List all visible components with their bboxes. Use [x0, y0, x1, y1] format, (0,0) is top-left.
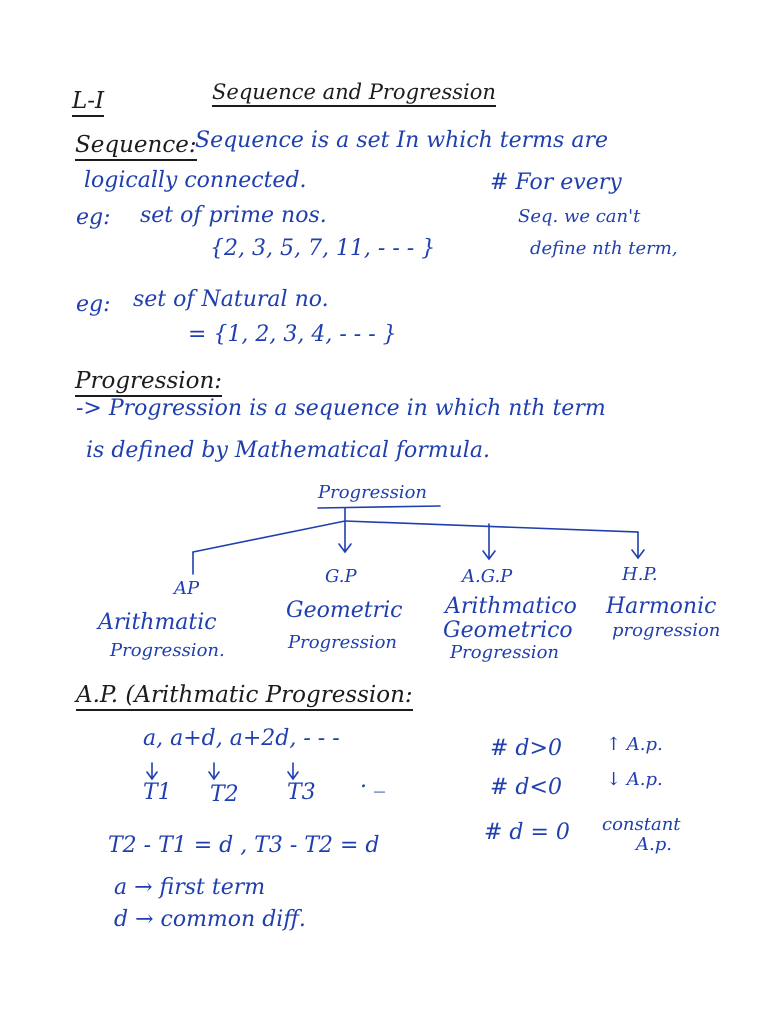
seq-note-line2: Seq. we can't	[518, 206, 641, 227]
ap-a-def: a → first term	[114, 875, 266, 900]
seq-note-line3: define nth term,	[530, 238, 678, 259]
eg2-label: eg:	[76, 292, 111, 317]
branch-gp-abbr: G.P	[325, 566, 357, 587]
branch-agp-abbr: A.G.P	[462, 566, 513, 587]
case-result-zero: constant	[602, 814, 681, 835]
branch-gp-name2: Progression	[288, 632, 397, 653]
eg2-set: = {1, 2, 3, 4, - - - }	[188, 322, 397, 347]
branch-ap-abbr: AP	[174, 578, 200, 599]
branch-agp-name1: Arithmatico	[445, 594, 577, 619]
sequence-heading: Sequence:	[75, 132, 197, 161]
ap-t3: T3	[287, 780, 316, 805]
branch-agp-name2: Geometrico	[443, 618, 573, 643]
branch-agp-name3: Progression	[450, 642, 559, 663]
case-result-zero-line2: A.p.	[636, 834, 672, 855]
case-cond-zero: # d = 0	[484, 820, 570, 845]
ap-d-def: d → common diff.	[114, 907, 306, 932]
branch-gp-name1: Geometric	[286, 598, 403, 623]
ap-t1: T1	[143, 780, 172, 805]
branch-hp-name1: Harmonic	[606, 594, 717, 619]
branch-hp-name2: progression	[612, 620, 721, 641]
case-cond-positive: # d>0	[490, 736, 562, 761]
tree-root-label: Progression	[318, 482, 427, 503]
ap-heading: A.P. (Arithmatic Progression:	[76, 682, 413, 711]
ap-t2: T2	[210, 782, 239, 807]
progression-def-line2: is defined by Mathematical formula.	[86, 438, 490, 463]
sequence-def-line2: logically connected.	[84, 168, 307, 193]
ap-diff-eq: T2 - T1 = d , T3 - T2 = d	[108, 833, 380, 858]
eg2-text: set of Natural no.	[133, 287, 329, 312]
progression-heading: Progression:	[75, 368, 223, 397]
branch-ap-name1: Arithmatic	[98, 610, 217, 635]
case-result-positive: ↑ A.p.	[606, 734, 663, 755]
ap-terms: a, a+d, a+2d, - - -	[143, 726, 340, 751]
progression-def-line1: -> Progression is a sequence in which nt…	[76, 396, 606, 421]
unit-label: L-I	[72, 88, 105, 117]
branch-hp-abbr: H.P.	[622, 564, 658, 585]
eg1-text: set of prime nos.	[140, 203, 327, 228]
ap-dots: . _	[360, 768, 385, 793]
eg1-label: eg:	[76, 205, 111, 230]
sequence-def-line1: Sequence is a set In which terms are	[195, 128, 608, 153]
page-title: Sequence and Progression	[212, 80, 496, 107]
case-result-negative: ↓ A.p.	[606, 769, 663, 790]
case-cond-negative: # d<0	[490, 775, 562, 800]
seq-note-line1: # For every	[490, 170, 622, 195]
eg1-set: {2, 3, 5, 7, 11, - - - }	[210, 236, 436, 261]
branch-ap-name2: Progression.	[110, 640, 225, 661]
